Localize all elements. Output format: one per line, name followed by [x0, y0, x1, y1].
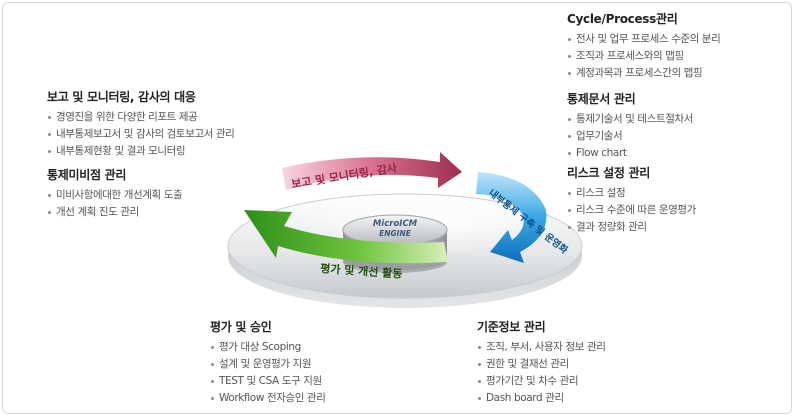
block-cycle-process: Cycle/Process관리 전사 및 업무 프로세스 수준의 분리 조직과 …	[567, 12, 721, 82]
block-base-info: 기준정보 관리 조직, 부서, 사용자 정보 관리 권한 및 결재선 관리 평가…	[477, 320, 606, 407]
list-item: 내부통제현황 및 결과 모니터링	[47, 143, 234, 160]
list-item: Workflow 전자승인 관리	[210, 390, 326, 407]
list-item: 결과 정량화 관리	[567, 219, 696, 236]
list-item: 평가기간 및 차수 관리	[477, 373, 606, 390]
list-item: 리스크 설정	[567, 185, 696, 202]
list-item: 계정과목과 프로세스간의 맵핑	[567, 65, 720, 82]
block-control-docs-title: 통제문서 관리	[567, 92, 636, 106]
list-item: 권한 및 결재선 관리	[477, 356, 606, 373]
list-item: 전사 및 업무 프로세스 수준의 분리	[567, 31, 721, 48]
list-item: Flow chart	[567, 145, 693, 162]
list-item: 설계 및 운영평가 지원	[210, 356, 325, 373]
block-cycle-process-title: Cycle/Process관리	[567, 12, 678, 26]
block-risk-title: 리스크 설정 관리	[567, 166, 650, 180]
block-report-title: 보고 및 모니터링, 감사의 대응	[47, 90, 196, 104]
block-control-docs: 통제문서 관리 통제기술서 및 테스트절차서 업무기술서 Flow chart	[567, 92, 693, 162]
list-item: 업무기술서	[567, 128, 693, 145]
list-item: TEST 및 CSA 도구 지원	[210, 373, 325, 390]
block-defect: 통제미비점 관리 미비사항에대한 개선계획 도출 개선 계획 진도 관리	[47, 168, 183, 221]
list-item: 조직, 부서, 사용자 정보 관리	[477, 339, 606, 356]
list-item: 개선 계획 진도 관리	[47, 204, 182, 221]
block-base-info-title: 기준정보 관리	[477, 320, 546, 334]
arrow-green	[244, 210, 448, 264]
list-item: 내부통제보고서 및 감사의 검토보고서 관리	[47, 126, 235, 143]
list-item: 평가 대상 Scoping	[210, 339, 325, 356]
list-item: 리스크 수준에 따른 운영평가	[567, 202, 696, 219]
engine-label-line2: ENGINE	[379, 229, 412, 238]
block-evaluation: 평가 및 승인 평가 대상 Scoping 설계 및 운영평가 지원 TEST …	[210, 320, 326, 407]
list-item: 미비사항에대한 개선계획 도출	[47, 187, 183, 204]
block-evaluation-title: 평가 및 승인	[210, 320, 272, 334]
arrow-green-label: 평가 및 개선 활동	[320, 261, 403, 281]
list-item: 통제기술서 및 테스트절차서	[567, 111, 693, 128]
list-item: 경영진을 위한 다양한 리포트 제공	[47, 109, 234, 126]
arrow-blue	[476, 172, 547, 263]
list-item: 조직과 프로세스와의 맵핑	[567, 48, 720, 65]
block-report: 보고 및 모니터링, 감사의 대응 경영진을 위한 다양한 리포트 제공 내부통…	[47, 90, 235, 160]
block-defect-title: 통제미비점 관리	[47, 168, 127, 182]
engine-label-line1: MicroICM	[373, 219, 418, 229]
arrow-pink	[282, 152, 462, 190]
block-risk: 리스크 설정 관리 리스크 설정 리스크 수준에 따른 운영평가 결과 정량화 …	[567, 166, 696, 236]
list-item: Dash board 관리	[477, 390, 606, 407]
